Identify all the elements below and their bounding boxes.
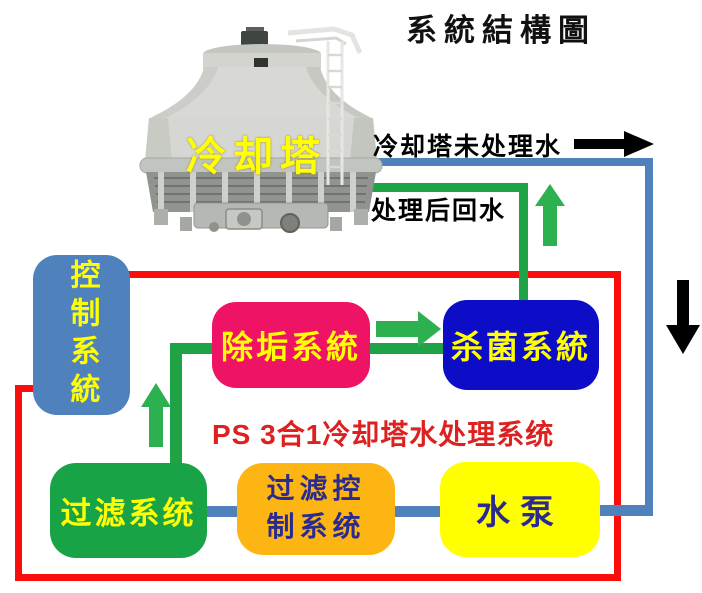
box-sterilization-system: 杀菌系統 — [443, 300, 599, 390]
red-loop-left-line — [15, 385, 22, 581]
blue-pipe-filtercontrol-pump — [394, 506, 442, 517]
tower-label: 冷却塔 — [186, 134, 327, 179]
red-loop-bottom-line — [15, 574, 621, 581]
green-pipe-mid-vertical — [170, 343, 182, 465]
tower-basin — [139, 157, 383, 212]
system-caption: PS 3合1冷却塔水处理系统 — [212, 419, 555, 450]
green-up-arrow-return-icon — [535, 184, 565, 246]
green-right-arrow-descaling-icon — [376, 311, 441, 347]
tower-ladder — [326, 41, 344, 185]
red-loop-right-line — [614, 271, 621, 581]
blue-pipe-filtration-filtercontrol — [205, 506, 239, 517]
tower-collar — [203, 44, 321, 69]
blue-pipe-elbow-bottom — [598, 505, 653, 516]
box-water-pump: 水泵 — [440, 462, 600, 557]
untreated-water-label: 冷却塔未处理水 — [373, 134, 563, 161]
tower-body — [145, 118, 377, 161]
black-down-arrow-icon — [666, 280, 700, 354]
tower-base — [154, 202, 368, 233]
green-up-arrow-mid-icon — [141, 383, 171, 447]
treated-water-label: 处理后回水 — [371, 198, 507, 225]
green-pipe-return-top — [366, 183, 528, 192]
tower-motor — [241, 27, 268, 48]
box-filtration-system: 过滤系统 — [50, 463, 207, 558]
filter-control-line1: 过滤控 — [266, 474, 366, 506]
filter-control-line2: 制系统 — [266, 512, 366, 543]
cooling-tower-image — [139, 26, 383, 233]
red-loop-top-line — [128, 271, 621, 278]
black-right-arrow-icon — [574, 131, 654, 157]
green-pipe-return-vertical — [519, 183, 528, 302]
box-control-system: 控制系統 — [33, 255, 130, 415]
diagram-title: 系統結構圖 — [406, 13, 596, 48]
blue-pipe-top — [352, 158, 653, 166]
blue-pipe-right — [645, 158, 653, 516]
box-filter-control-system: 过滤控 制系统 — [237, 463, 395, 555]
red-loop-left-stub — [15, 385, 40, 392]
box-descaling-system: 除垢系統 — [212, 302, 370, 388]
tower-dome — [149, 67, 373, 120]
